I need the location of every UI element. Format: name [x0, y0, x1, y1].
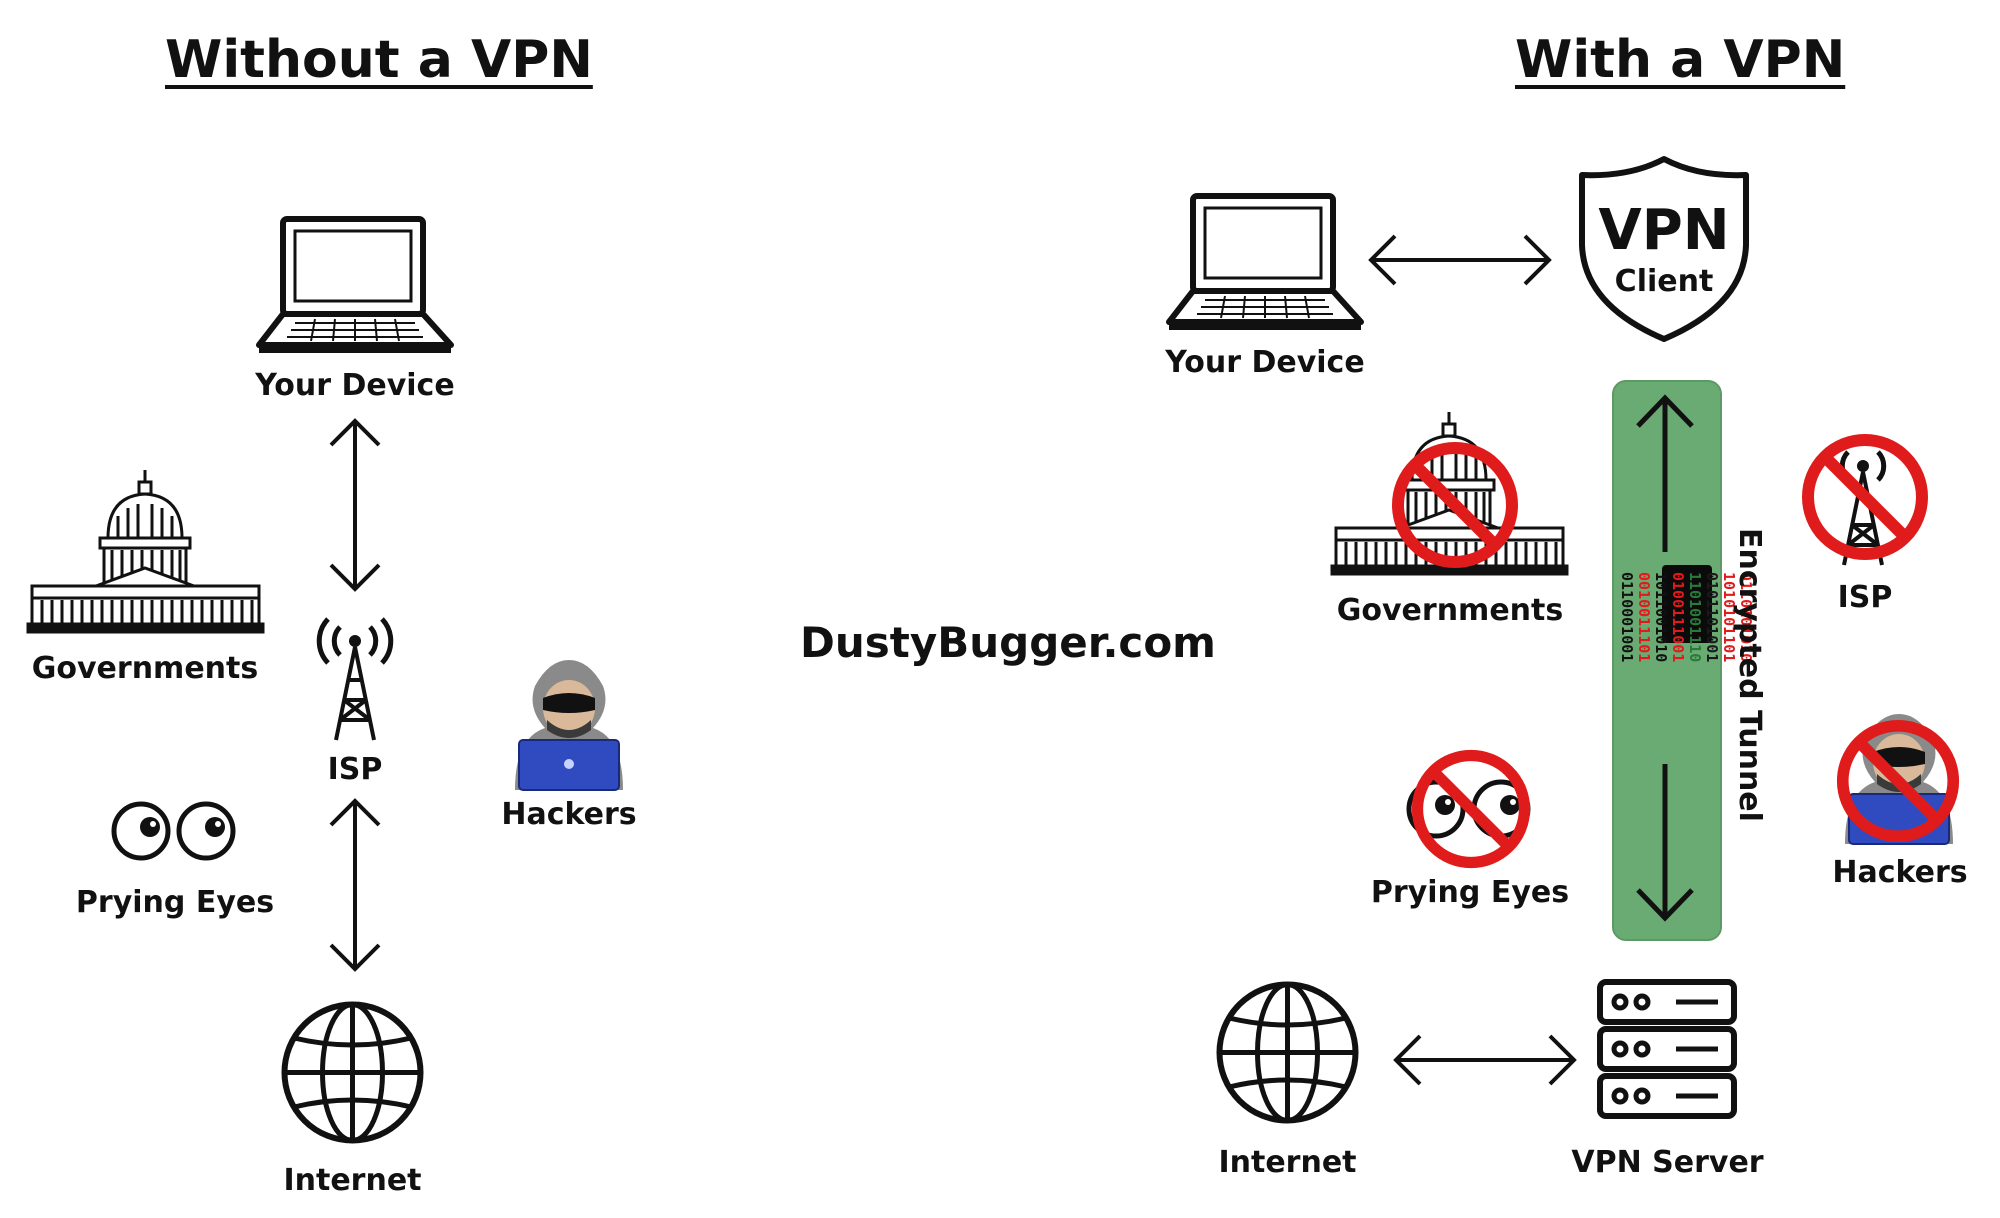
- laptop-icon: [256, 216, 454, 353]
- left-device-label: Your Device: [255, 368, 455, 403]
- arrow-isp-internet: [329, 798, 381, 972]
- hacker-icon: [515, 660, 623, 791]
- arrow-internet-server: [1393, 1034, 1577, 1086]
- vpn-server-icon: [1597, 979, 1737, 1119]
- globe-icon-right: [1216, 981, 1359, 1124]
- prohibit-isp-icon: [1802, 434, 1928, 560]
- right-hackers-label: Hackers: [1832, 855, 1968, 890]
- arrow-device-client: [1368, 234, 1552, 286]
- tunnel-label: Encrypted Tunnel: [1732, 528, 1767, 822]
- tunnel-arrow-down: [1636, 764, 1694, 922]
- right-title: With a VPN: [1515, 30, 1846, 90]
- tunnel-arrow-up: [1636, 394, 1694, 552]
- prohibit-hackers-icon: [1836, 719, 1960, 843]
- prying-eyes-icon: [111, 801, 236, 861]
- left-isp-label: ISP: [327, 752, 383, 787]
- left-governments-label: Governments: [31, 651, 259, 686]
- vpn-client-shield-icon: [1579, 156, 1749, 342]
- prohibit-governments-icon: [1392, 442, 1518, 568]
- right-device-label: Your Device: [1165, 345, 1365, 380]
- capitol-building-icon: [26, 470, 265, 634]
- left-prying-label: Prying Eyes: [75, 885, 275, 920]
- right-server-label: VPN Server: [1571, 1145, 1764, 1180]
- vpn-client-big-text: VPN: [1598, 198, 1730, 263]
- prohibit-prying-icon: [1411, 749, 1531, 869]
- vpn-client-small-text: Client: [1614, 264, 1714, 299]
- right-internet-label: Internet: [1218, 1145, 1357, 1180]
- left-title: Without a VPN: [165, 30, 593, 90]
- laptop-icon-right: [1166, 193, 1364, 330]
- right-prying-label: Prying Eyes: [1370, 875, 1570, 910]
- brand-watermark: DustyBugger.com: [800, 618, 1216, 667]
- encrypted-binary-text: 0110101010 1010101101 0101101001 1101001…: [1618, 572, 1755, 663]
- isp-tower-icon: [316, 617, 394, 741]
- left-hackers-label: Hackers: [501, 797, 637, 832]
- right-isp-label: ISP: [1837, 580, 1893, 615]
- globe-icon: [281, 1001, 424, 1144]
- binary-highlight: [1662, 565, 1712, 643]
- left-internet-label: Internet: [283, 1163, 422, 1198]
- arrow-device-isp: [329, 418, 381, 592]
- right-governments-label: Governments: [1336, 593, 1564, 628]
